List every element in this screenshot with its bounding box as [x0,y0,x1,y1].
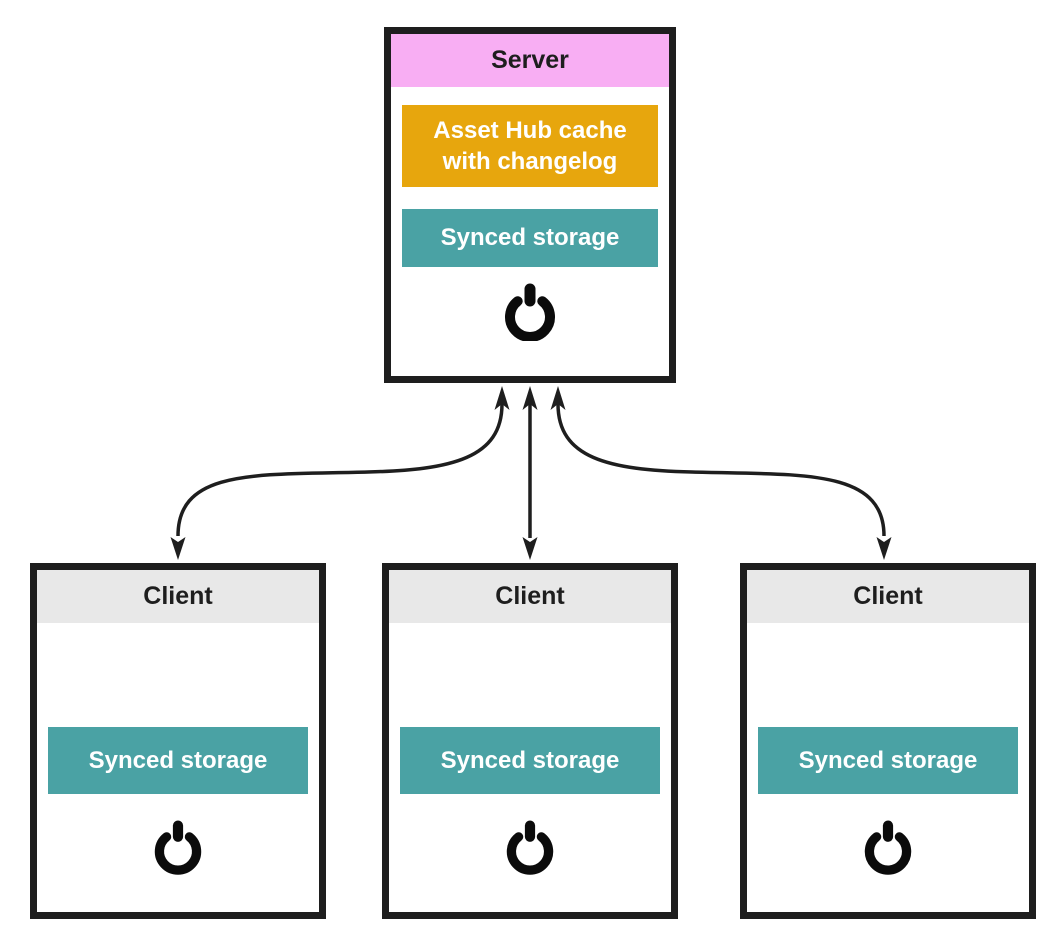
client-body: Synced storage [747,623,1029,912]
client-spacer [758,623,1018,727]
server-synced-storage-block: Synced storage [402,209,658,267]
client-body: Synced storage [389,623,671,912]
client-title: Client [143,582,213,610]
client-header: Client [37,570,319,623]
server-icon-area [402,267,658,356]
arrowhead-up-icon [494,386,510,410]
arrow-server-client3 [556,403,886,537]
client-icon-area [758,800,1018,892]
client-icon-area [48,800,308,892]
server-header: Server [391,34,669,87]
client-synced-storage-block: Synced storage [48,726,308,794]
arrowhead-down-icon [522,537,538,560]
arrowhead-up-icon [522,386,538,410]
arrowhead-up-icon [550,386,566,410]
power-icon [864,820,912,875]
client-body: Synced storage [37,623,319,912]
arrow-server-client1 [176,403,504,537]
client-header: Client [747,570,1029,623]
server-title: Server [491,46,569,74]
power-icon [154,820,202,875]
client-node-1: Client Synced storage [30,563,326,919]
client-icon-area [400,800,660,892]
client-title: Client [495,582,565,610]
client-header: Client [389,570,671,623]
client-title: Client [853,582,923,610]
server-node: Server Asset Hub cache with changelog Sy… [384,27,676,383]
arrowhead-down-icon [170,537,186,560]
power-icon [505,283,555,342]
arrowhead-down-icon [876,537,892,560]
client-synced-storage-block: Synced storage [758,726,1018,794]
server-body: Asset Hub cache with changelog Synced st… [391,87,669,376]
client-synced-storage-block: Synced storage [400,726,660,794]
client-node-3: Client Synced storage [740,563,1036,919]
power-icon [506,820,554,875]
client-spacer [48,623,308,727]
asset-hub-cache-block: Asset Hub cache with changelog [402,105,658,188]
client-node-2: Client Synced storage [382,563,678,919]
client-spacer [400,623,660,727]
